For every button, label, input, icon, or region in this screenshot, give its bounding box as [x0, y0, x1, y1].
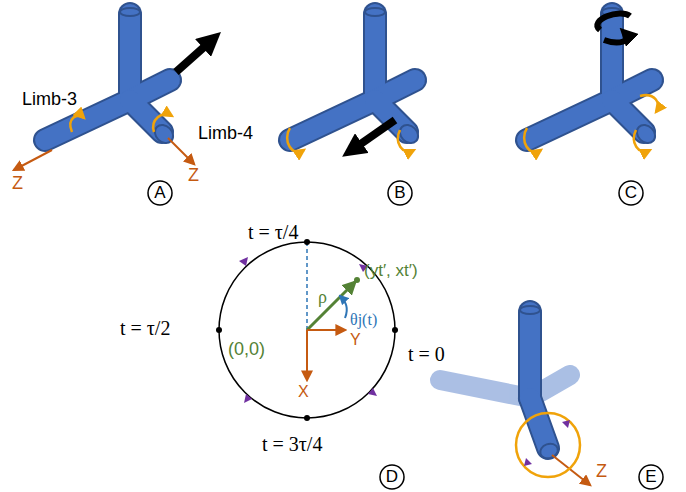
figure-label: Limb-3 — [22, 90, 77, 108]
panel-letter: B — [387, 180, 413, 206]
panel-label: C — [618, 180, 644, 206]
figure-label: Limb-4 — [198, 124, 253, 142]
panel-letter: C — [618, 180, 644, 206]
figure-label: t = 0 — [408, 344, 445, 364]
panel-letter: E — [638, 464, 664, 490]
panel-label: B — [387, 180, 413, 206]
figure-label: (0,0) — [228, 340, 265, 358]
figure-label: θj(t) — [350, 312, 377, 328]
panel-letter: A — [147, 180, 173, 206]
figure-label: X — [298, 384, 309, 400]
panel-letter: D — [379, 464, 405, 490]
figure-label: ρ — [318, 288, 327, 306]
figure-label: t = τ/4 — [248, 222, 298, 242]
panel-label: E — [638, 464, 664, 490]
figure-label: Z — [12, 174, 23, 192]
panel-label: A — [147, 180, 173, 206]
figure-label: Z — [188, 166, 199, 184]
figure-label: (yt′, xt′) — [364, 262, 418, 279]
figure-label: Z — [596, 462, 607, 480]
figure-label: Y — [350, 332, 361, 348]
figure-label: t = 3τ/4 — [262, 434, 322, 454]
figure-label: t = τ/2 — [120, 318, 170, 338]
panel-label: D — [379, 464, 405, 490]
